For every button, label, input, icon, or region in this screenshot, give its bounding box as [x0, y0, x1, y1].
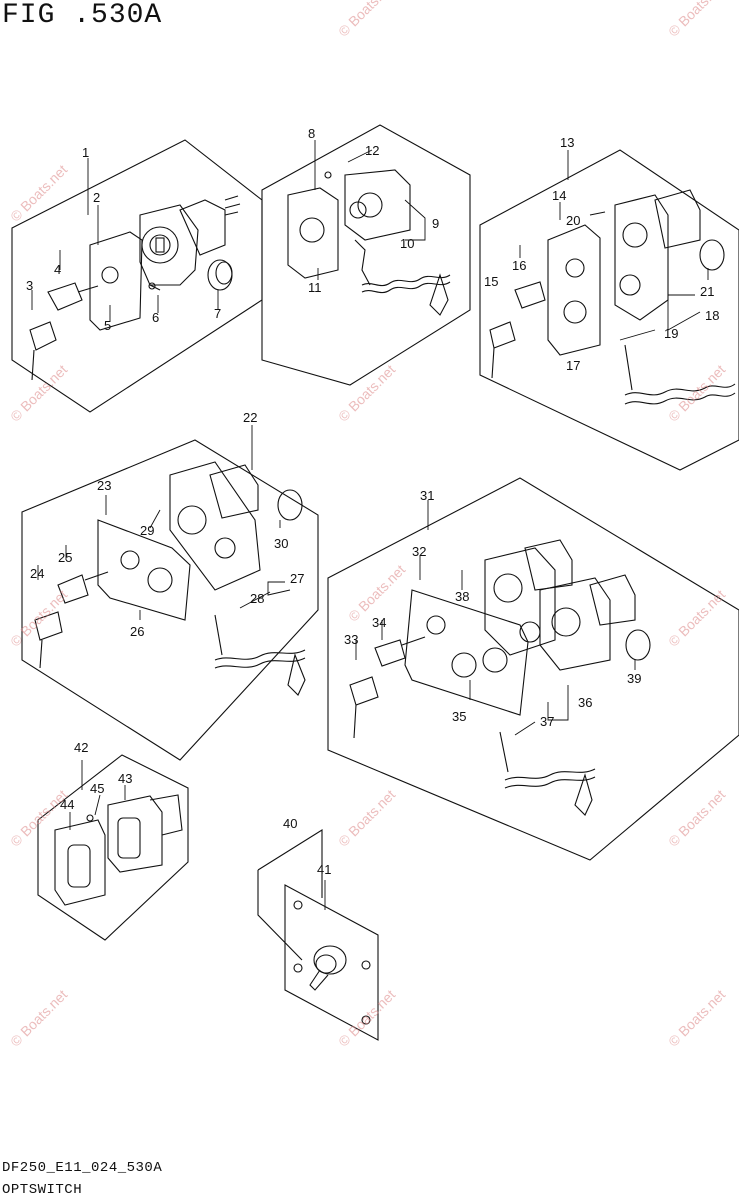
- callout-40: 40: [283, 816, 297, 831]
- callout-41: 41: [317, 862, 331, 877]
- callout-42: 42: [74, 740, 88, 755]
- leader-lines: [31, 140, 709, 910]
- callout-20: 20: [566, 213, 580, 228]
- callout-6: 6: [152, 310, 159, 325]
- callout-22: 22: [243, 410, 257, 425]
- callout-25: 25: [58, 550, 72, 565]
- callout-27: 27: [290, 571, 304, 586]
- callout-44: 44: [60, 797, 74, 812]
- callout-2: 2: [93, 190, 100, 205]
- group-42-box: [37, 754, 189, 941]
- key-switch-8: [287, 169, 451, 316]
- callout-18: 18: [705, 308, 719, 323]
- group-8-box: [261, 124, 471, 386]
- callout-34: 34: [372, 615, 386, 630]
- group-13-box: [479, 149, 739, 471]
- switch-42: [54, 794, 183, 906]
- callout-31: 31: [420, 488, 434, 503]
- callout-13: 13: [560, 135, 574, 150]
- triple-switch-31: [349, 539, 651, 816]
- callout-17: 17: [566, 358, 580, 373]
- callout-35: 35: [452, 709, 466, 724]
- callout-19: 19: [664, 326, 678, 341]
- callout-labels: 1 2 3 4 5 6 7 8 9 10 11 12 13 14 15 16 1…: [26, 126, 719, 877]
- callout-16: 16: [512, 258, 526, 273]
- callout-12: 12: [365, 143, 379, 158]
- callout-23: 23: [97, 478, 111, 493]
- callout-3: 3: [26, 278, 33, 293]
- callout-21: 21: [700, 284, 714, 299]
- group-40-box: [257, 829, 323, 961]
- callout-11: 11: [308, 280, 322, 295]
- figure-caption: OPTSWITCH: [2, 1182, 83, 1198]
- callout-14: 14: [552, 188, 566, 203]
- figure-title: FIG .530A: [2, 0, 163, 31]
- callout-5: 5: [104, 318, 111, 333]
- callout-10: 10: [400, 236, 414, 251]
- callout-32: 32: [412, 544, 426, 559]
- callout-26: 26: [130, 624, 144, 639]
- callout-45: 45: [90, 781, 104, 796]
- dual-switch-13: [489, 189, 736, 405]
- group-22-box: [21, 439, 319, 761]
- group-31-box: [327, 477, 739, 861]
- key-switch-1: [29, 195, 241, 381]
- callout-15: 15: [484, 274, 498, 289]
- callout-36: 36: [578, 695, 592, 710]
- callout-29: 29: [140, 523, 154, 538]
- callout-43: 43: [118, 771, 132, 786]
- callout-4: 4: [54, 262, 61, 277]
- callout-24: 24: [30, 566, 44, 581]
- figure-code: DF250_E11_024_530A: [2, 1160, 163, 1176]
- callout-30: 30: [274, 536, 288, 551]
- callout-7: 7: [214, 306, 221, 321]
- callout-33: 33: [344, 632, 358, 647]
- dual-switch-22: [34, 461, 306, 696]
- callout-39: 39: [627, 671, 641, 686]
- callout-9: 9: [432, 216, 439, 231]
- toggle-switch-40: [284, 884, 379, 1041]
- callout-8: 8: [308, 126, 315, 141]
- callout-1: 1: [82, 145, 89, 160]
- callout-37: 37: [540, 714, 554, 729]
- callout-38: 38: [455, 589, 469, 604]
- callout-28: 28: [250, 591, 264, 606]
